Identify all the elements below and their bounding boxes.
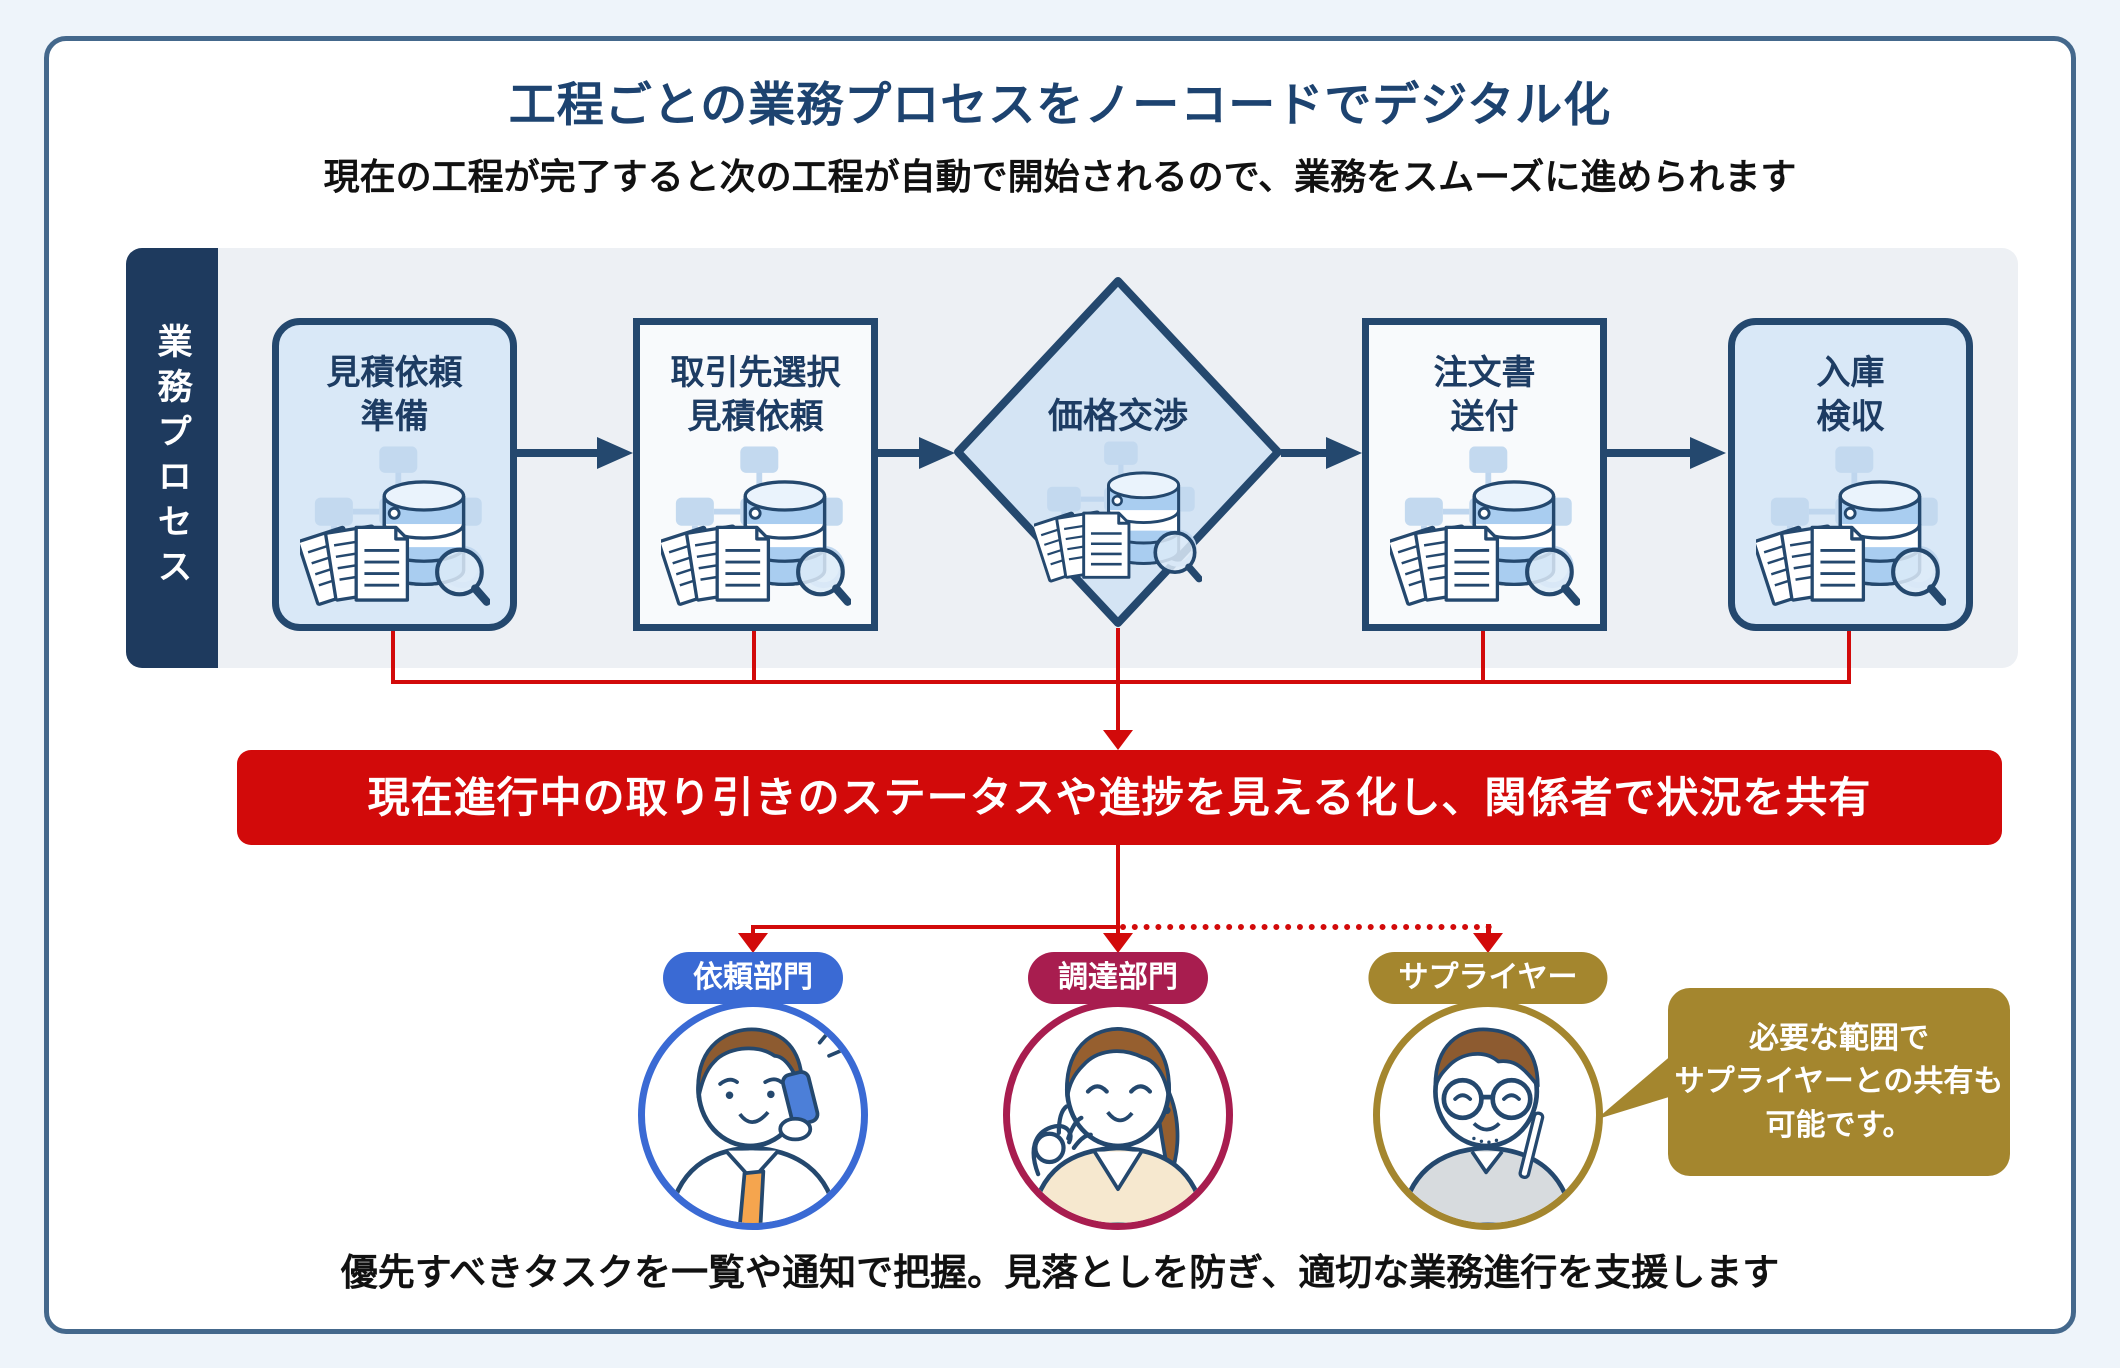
callout-bubble: 必要な範囲で サプライヤーとの共有も 可能です。 <box>1668 988 2010 1176</box>
connector-line <box>1116 684 1120 732</box>
step-box-quote-request-prep: 見積依頼準備 <box>272 318 517 631</box>
process-lane-label: 業務プロセス <box>152 323 192 593</box>
connector-line <box>1116 925 1120 937</box>
flow-arrowhead-icon <box>919 437 955 469</box>
connector-line <box>1116 628 1120 684</box>
step-label: 見積依頼準備 <box>326 354 463 437</box>
flow-arrow-icon <box>1281 449 1328 457</box>
connector-line <box>752 631 756 684</box>
dotted-connector-line <box>1120 924 1492 930</box>
step-box-purchase-order: 注文書送付 <box>1362 318 1607 631</box>
arrow-down-icon <box>1103 933 1133 953</box>
documents-database-magnifier-icon <box>1034 441 1202 588</box>
flow-arrowhead-icon <box>1326 437 1362 469</box>
connector-line <box>391 680 1851 684</box>
documents-database-magnifier-icon <box>300 446 490 612</box>
step-box-receiving-inspection: 入庫検収 <box>1728 318 1973 631</box>
footer-caption: 優先すべきタスクを一覧や通知で把握。見落としを防ぎ、適切な業務進行を支援します <box>340 1252 1780 1293</box>
procurement-avatar <box>1003 1000 1233 1230</box>
step-label: 価格交渉 <box>1047 397 1188 436</box>
connector-line <box>1847 631 1851 684</box>
flow-arrowhead-icon <box>1690 437 1726 469</box>
documents-database-magnifier-icon <box>661 446 851 612</box>
stakeholder-pill-procurement: 調達部門 <box>1028 952 1208 1004</box>
arrow-down-icon <box>738 933 768 953</box>
requester-avatar <box>638 1000 868 1230</box>
arrow-down-icon <box>1103 730 1133 750</box>
flow-arrow-icon <box>1607 449 1692 457</box>
dashed-connector-line <box>1486 924 1491 938</box>
callout-line: 可能です。 <box>1765 1108 1913 1142</box>
step-box-supplier-selection: 取引先選択見積依頼 <box>633 318 878 631</box>
stakeholder-pill-requester: 依頼部門 <box>663 952 843 1004</box>
callout-line: サプライヤーとの共有も <box>1674 1065 2004 1099</box>
share-banner: 現在進行中の取り引きのステータスや進捗を見える化し、関係者で状況を共有 <box>237 750 2002 845</box>
connector-line <box>751 925 755 937</box>
documents-database-magnifier-icon <box>1390 446 1580 612</box>
man-on-phone-illustration <box>666 1027 845 1223</box>
callout-line: 必要な範囲で <box>1749 1021 1929 1055</box>
process-lane-tab: 業務プロセス <box>126 248 218 668</box>
flow-arrow-icon <box>517 449 599 457</box>
page-title: 工程ごとの業務プロセスをノーコードでデジタル化 <box>508 78 1612 131</box>
woman-ok-sign-illustration <box>1028 1027 1208 1223</box>
page-subtitle: 現在の工程が完了すると次の工程が自動で開始されるので、業務をスムーズに進められま… <box>323 156 1797 197</box>
flow-arrow-icon <box>878 449 921 457</box>
step-label: 注文書送付 <box>1433 354 1536 437</box>
documents-database-magnifier-icon <box>1756 446 1946 612</box>
arrow-down-icon <box>1473 933 1503 953</box>
connector-line <box>1116 845 1120 929</box>
step-label: 取引先選択見積依頼 <box>670 354 841 437</box>
supplier-avatar <box>1373 1000 1603 1230</box>
stakeholder-pill-supplier: サプライヤー <box>1368 952 1608 1004</box>
step-label: 入庫検収 <box>1816 354 1885 437</box>
connector-line <box>1481 631 1485 684</box>
man-with-glasses-illustration <box>1398 1027 1576 1223</box>
connector-line <box>391 631 395 684</box>
flow-arrowhead-icon <box>597 437 633 469</box>
connector-line <box>751 925 1120 929</box>
step-diamond-price-negotiation: 価格交渉 <box>953 276 1283 628</box>
